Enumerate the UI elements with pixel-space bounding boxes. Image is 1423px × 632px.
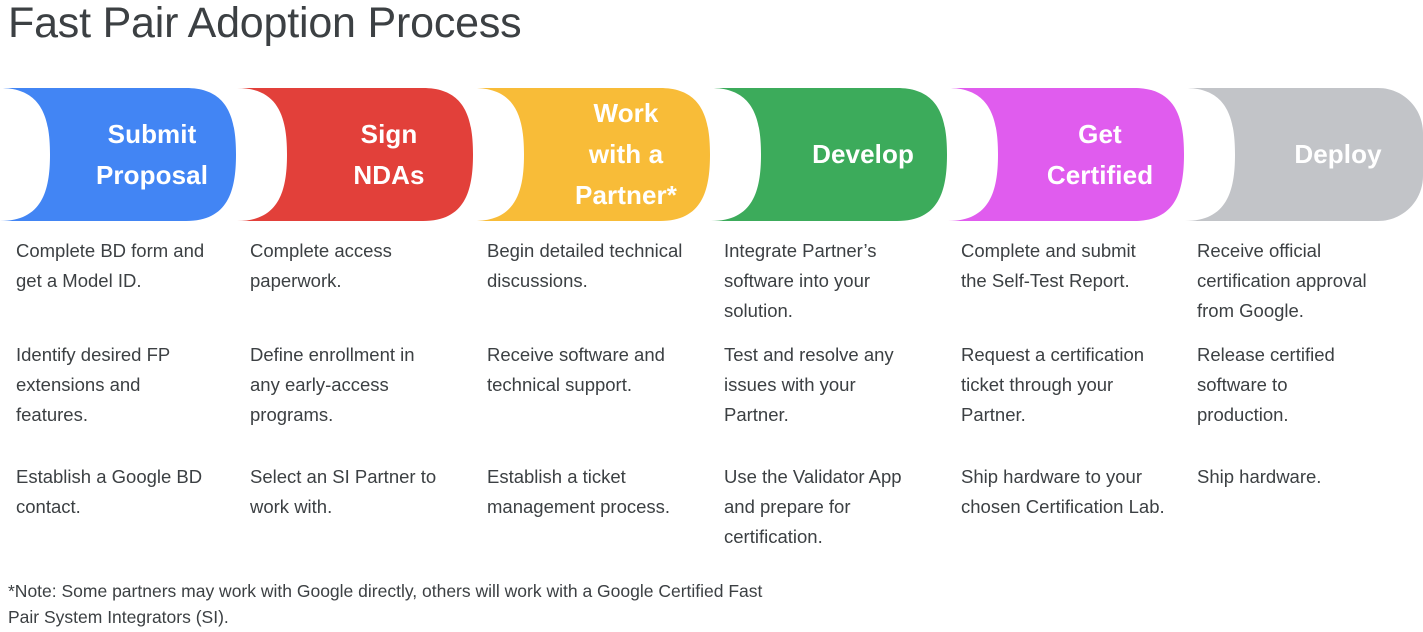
detail-deploy-2: Release certified software to production…: [1197, 344, 1335, 425]
detail-submit-proposal-3: Establish a Google BD contact.: [16, 466, 203, 517]
detail-sign-ndas-1: Complete access paperwork.: [250, 240, 392, 291]
detail-deploy-1: Receive official certification approval …: [1197, 240, 1367, 321]
banner-shape-sign-ndas[interactable]: [237, 88, 473, 221]
detail-sign-ndas-2: Define enrollment in any early-access pr…: [250, 344, 415, 425]
stage-details-grid: Complete BD form and get a Model ID. Com…: [0, 236, 1423, 572]
detail-work-with-a-partner-1: Begin detailed technical discussions.: [487, 240, 683, 291]
detail-develop-2: Test and resolve any issues with your Pa…: [724, 344, 894, 425]
detail-work-with-a-partner-2: Receive software and technical support.: [487, 344, 665, 395]
footnote-note: *Note: Some partners may work with Googl…: [8, 581, 763, 627]
detail-submit-proposal-1: Complete BD form and get a Model ID.: [16, 240, 205, 291]
detail-submit-proposal-2: Identify desired FP extensions and featu…: [16, 344, 170, 425]
banner-shape-work-with-a-partner[interactable]: [474, 88, 710, 221]
details-row-3: Establish a Google BD contact. Select an…: [0, 462, 1423, 572]
banner-shape-get-certified[interactable]: [948, 88, 1184, 221]
banner-shape-deploy[interactable]: [1185, 88, 1423, 221]
detail-deploy-3: Ship hardware.: [1197, 466, 1322, 487]
banner-shapes: [0, 88, 1423, 221]
process-banner-row: Submit Proposal Sign NDAs Work with a Pa…: [0, 88, 1423, 221]
detail-sign-ndas-3: Select an SI Partner to work with.: [250, 466, 437, 517]
detail-get-certified-1: Complete and submit the Self-Test Report…: [961, 240, 1136, 291]
detail-develop-1: Integrate Partner’s software into your s…: [724, 240, 877, 321]
detail-work-with-a-partner-3: Establish a ticket management process.: [487, 466, 671, 517]
detail-get-certified-3: Ship hardware to your chosen Certificati…: [961, 466, 1165, 517]
detail-get-certified-2: Request a certification ticket through y…: [961, 344, 1145, 425]
details-row-1: Complete BD form and get a Model ID. Com…: [0, 236, 1423, 340]
page-title: Fast Pair Adoption Process: [8, 0, 522, 47]
banner-shape-submit-proposal[interactable]: [0, 88, 236, 221]
detail-develop-3: Use the Validator App and prepare for ce…: [724, 466, 902, 547]
banner-shape-develop[interactable]: [711, 88, 947, 221]
details-row-2: Identify desired FP extensions and featu…: [0, 340, 1423, 462]
